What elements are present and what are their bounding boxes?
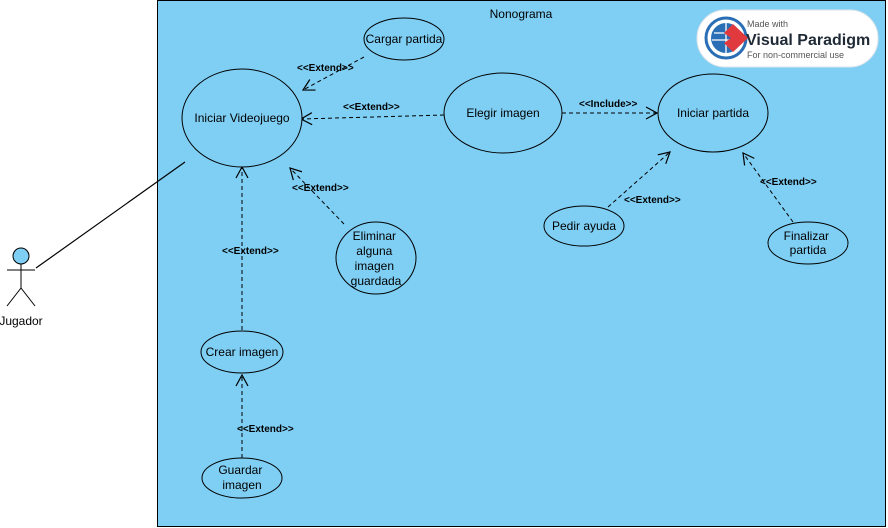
extend-label-finalizar: <<Extend>>	[760, 177, 817, 188]
extend-label-guardar: <<Extend>>	[237, 424, 294, 435]
watermark-license: For non-commercial use	[747, 50, 844, 60]
extend-label-cargar: <<Extend>>	[297, 63, 354, 74]
use-case-label: Iniciar Videojuego	[194, 111, 290, 125]
use-case-label-line: Eliminar	[353, 229, 396, 243]
use-case-ellipse	[767, 221, 849, 265]
use-case-label-line: Finalizar	[784, 229, 829, 243]
use-case-label: Iniciar partida	[677, 106, 749, 120]
use-case-iniciar-videojuego[interactable]: Iniciar Videojuego	[181, 68, 303, 168]
use-case-label-line: Iniciar Videojuego	[194, 111, 290, 125]
use-case-label: Crear imagen	[206, 345, 279, 359]
use-case-label-line: Pedir ayuda	[552, 219, 616, 233]
watermark-made-with: Made with	[747, 19, 788, 29]
use-case-label: Eliminar alguna imagen guardada	[351, 229, 402, 288]
use-case-pedir-ayuda[interactable]: Pedir ayuda	[543, 205, 625, 247]
use-case-crear-imagen[interactable]: Crear imagen	[200, 330, 284, 374]
use-case-label: Finalizar partida	[784, 229, 833, 257]
association-line	[35, 161, 186, 269]
use-case-label: Elegir imagen	[466, 106, 539, 120]
use-case-ellipse	[181, 68, 303, 168]
include-label-partida: <<Include>>	[579, 99, 638, 110]
use-case-label-line: Guardar	[218, 463, 262, 477]
use-case-ellipse	[335, 221, 417, 295]
use-case-cargar-partida[interactable]: Cargar partida	[363, 17, 445, 61]
use-case-ellipse	[200, 330, 284, 374]
use-case-label-line: guardada	[351, 274, 402, 288]
use-case-label-line: imagen	[222, 478, 261, 492]
extend-label-elegir: <<Extend>>	[343, 102, 400, 113]
use-case-label-line: Cargar partida	[366, 32, 443, 46]
use-case-label-line: Elegir imagen	[466, 106, 539, 120]
use-case-ellipse	[543, 205, 625, 247]
use-case-ellipse	[201, 457, 283, 499]
visual-paradigm-logo-icon	[704, 16, 748, 60]
use-case-label-line: alguna	[356, 244, 392, 258]
use-case-label-line: partida	[790, 243, 827, 257]
actor-left-leg	[6, 287, 22, 307]
use-case-label-line: Iniciar partida	[677, 106, 749, 120]
extend-label-eliminar: <<Extend>>	[292, 183, 349, 194]
use-case-elegir-imagen[interactable]: Elegir imagen	[443, 72, 563, 154]
actor-right-leg	[20, 287, 36, 307]
extend-arrow-eliminar	[289, 167, 345, 225]
actor-name: Jugador	[0, 314, 43, 328]
watermark-badge: Made with Visual Paradigm For non-commer…	[696, 9, 879, 68]
extend-label-crear: <<Extend>>	[222, 246, 279, 257]
use-case-label: Cargar partida	[366, 32, 443, 46]
use-case-ellipse	[443, 72, 563, 154]
extend-arrow-finalizar	[742, 151, 794, 223]
use-case-label-line: Crear imagen	[206, 345, 279, 359]
extend-arrow-cargar	[301, 56, 365, 91]
extend-label-ayuda: <<Extend>>	[624, 195, 681, 206]
use-case-label: Pedir ayuda	[552, 219, 616, 233]
use-case-label: Guardar imagen	[218, 463, 265, 492]
system-title: Nonograma	[490, 7, 553, 21]
use-case-guardar-imagen[interactable]: Guardar imagen	[201, 457, 283, 499]
watermark-brand: Visual Paradigm	[746, 32, 870, 49]
use-case-ellipse	[657, 73, 769, 153]
use-case-finalizar-partida[interactable]: Finalizar partida	[767, 221, 849, 265]
use-case-ellipse	[363, 17, 445, 61]
actor-head	[12, 247, 30, 265]
actor-jugador[interactable]: Jugador	[0, 247, 43, 328]
use-case-eliminar-imagen[interactable]: Eliminar alguna imagen guardada	[335, 221, 417, 295]
use-case-iniciar-partida[interactable]: Iniciar partida	[657, 73, 769, 153]
extend-arrow-elegir	[299, 112, 445, 126]
use-case-label-line: imagen	[355, 259, 394, 273]
